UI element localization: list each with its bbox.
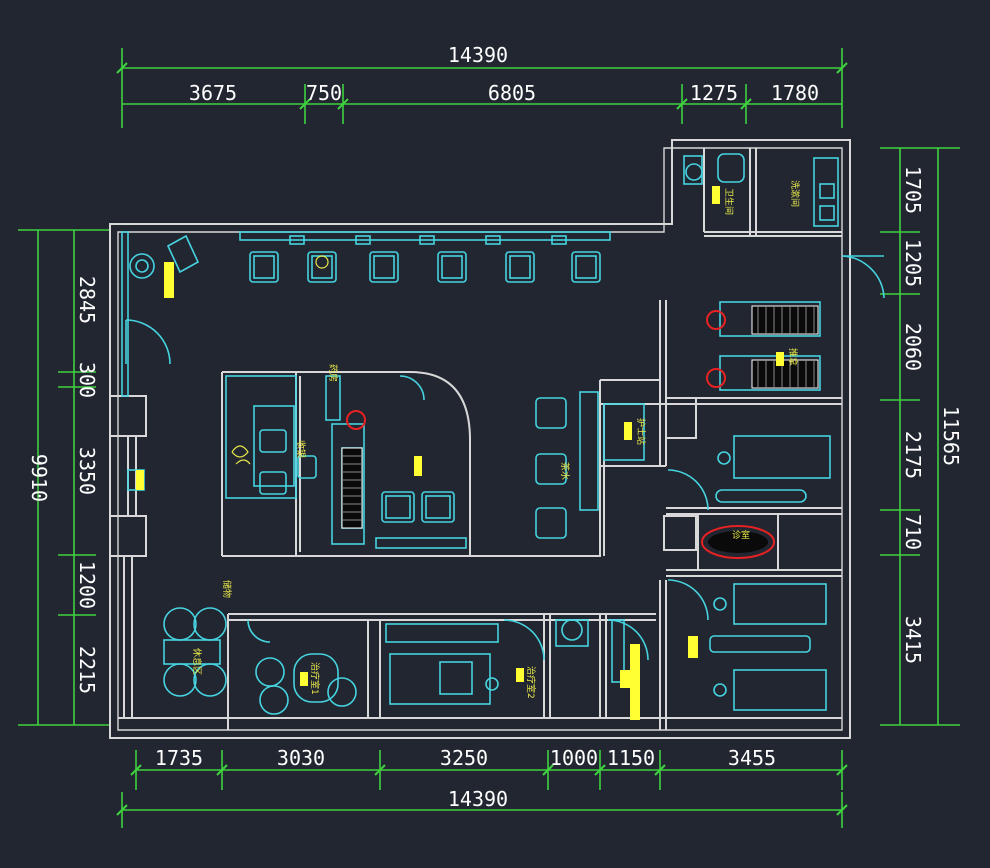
label-storage: 储物: [221, 580, 233, 598]
dim-left-total: 9910: [27, 454, 51, 502]
dim-bottom-3: 3250: [440, 746, 488, 770]
label-tea: 茶水: [559, 462, 571, 480]
label-massage: 推拿: [787, 348, 799, 366]
dimension-layer: 14390 3675 750 6805 1275 1780 1735 3030 …: [18, 43, 963, 828]
dim-top-5: 1780: [771, 81, 819, 105]
dim-left-5: 2215: [75, 646, 99, 694]
furniture-layer: [121, 153, 885, 715]
dim-bottom-2: 3030: [277, 746, 325, 770]
red-fixture-layer: [346, 310, 775, 559]
dim-bottom-total: 14390: [448, 787, 508, 811]
dim-bottom-5: 1150: [607, 746, 655, 770]
dim-top-total: 14390: [448, 43, 508, 67]
label-block-layer: [136, 186, 784, 720]
dim-left-2: 300: [75, 362, 99, 398]
dim-top-1: 3675: [189, 81, 237, 105]
dim-top-4: 1275: [690, 81, 738, 105]
label-lounge: 休息区: [191, 648, 203, 675]
dim-right-total: 11565: [939, 406, 963, 466]
dim-right-5: 710: [901, 514, 925, 550]
dim-right-6: 3415: [901, 616, 925, 664]
dim-top-2: 750: [306, 81, 342, 105]
label-treatment-1: 治疗室1: [309, 662, 321, 695]
label-bathroom: 卫生间: [723, 188, 735, 215]
wall-layer: [109, 139, 851, 739]
plant-icon: [231, 255, 329, 465]
dim-left-4: 1200: [75, 561, 99, 609]
label-reception: 收银: [295, 440, 307, 458]
label-consult: 诊室: [732, 529, 750, 541]
dim-top-3: 6805: [488, 81, 536, 105]
dim-left-1: 2845: [75, 276, 99, 324]
dim-left-3: 3350: [75, 447, 99, 495]
dim-right-2: 1205: [901, 239, 925, 287]
dim-bottom-4: 1000: [550, 746, 598, 770]
label-nurse-room: 护士站: [635, 418, 647, 445]
dim-right-4: 2175: [901, 431, 925, 479]
label-treatment-2: 治疗室2: [525, 666, 537, 699]
dim-right-1: 1705: [901, 166, 925, 214]
room-label-layer: 卫生间 洗漱间 护士站 治疗室2 治疗室1 推拿 诊室 休息区 储物 药房 收银…: [191, 180, 801, 699]
label-washroom: 洗漱间: [789, 180, 801, 207]
dim-right-3: 2060: [901, 323, 925, 371]
label-pharmacy: 药房: [327, 364, 339, 382]
dim-bottom-6: 3455: [728, 746, 776, 770]
dim-bottom-1: 1735: [155, 746, 203, 770]
